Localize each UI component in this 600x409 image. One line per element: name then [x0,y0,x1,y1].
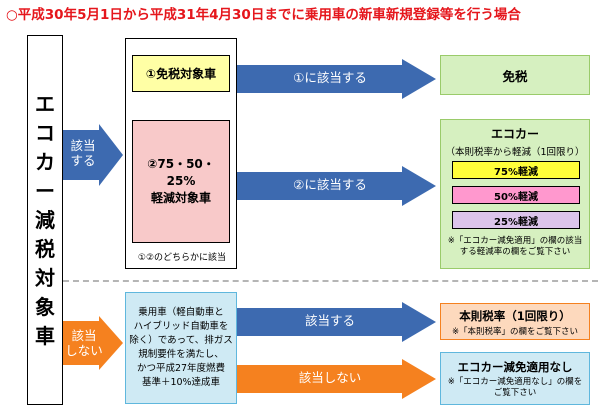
label-char: 税 [35,236,55,261]
exempt-arrow [237,59,436,99]
reduction-arrow [237,166,436,206]
label-char: コ [35,120,55,145]
label-char: エ [35,91,55,116]
no-reduction-result: エコカー減免適用なし ※「エコカー減免適用なし」の欄を ご覧下さい [440,352,590,405]
page-title: ○平成30年5月1日から平成31年4月30日までに乗用車の新車新規登録等を行う場… [6,7,521,23]
honsoku-arrow-label: 該当する [304,313,355,328]
no-reduction-arrow [237,359,436,399]
honsoku-arrow [237,302,436,342]
label-char: カ [35,149,55,174]
ecocar-result-subtitle: （本則税率から軽減（1回限り） [445,147,585,158]
not-applies-arrow [63,316,123,370]
ecocar-result-note: ※「エコカー減免適用」の欄の該当 する軽減率の欄をご覧下さい [447,236,583,257]
exempt-target-box: ①免税対象車 [132,55,230,92]
label-char: 対 [35,265,55,290]
applies-arrow-label: 該当 する [70,138,96,168]
reduction-75: 75%軽減 [452,161,580,179]
reduction-50: 50%軽減 [452,186,580,204]
not-applies-arrow-label: 該当 しない [65,328,103,358]
label-char: 車 [35,323,55,348]
exempt-result: 免税 [440,55,590,95]
reduction-25: 25%軽減 [452,211,580,229]
group-note: ①②のどちらかに該当 [137,253,227,263]
label-char: 象 [35,294,55,319]
ecocar-target-label: エ コ カ ー 減 税 対 象 車 [27,35,63,405]
applies-arrow [63,124,123,186]
ecocar-result-title: エコカー [490,127,539,141]
reduction-arrow-label: ②に該当する [293,177,367,192]
exempt-arrow-label: ①に該当する [293,70,367,85]
label-char: ー [35,178,55,203]
section-divider [63,280,598,282]
reduction-target-box: ②75・50・25% 軽減対象車 [132,120,230,243]
no-reduction-arrow-label: 該当しない [298,370,362,385]
criteria-box: 乗用車（軽自動車と ハイブリッド自動車を 除く）であって、排ガス 規制要件を満た… [125,292,237,404]
label-char: 減 [35,207,55,232]
honsoku-result: 本則税率（1回限り） ※「本則税率」の欄をご覧下さい [440,303,590,340]
